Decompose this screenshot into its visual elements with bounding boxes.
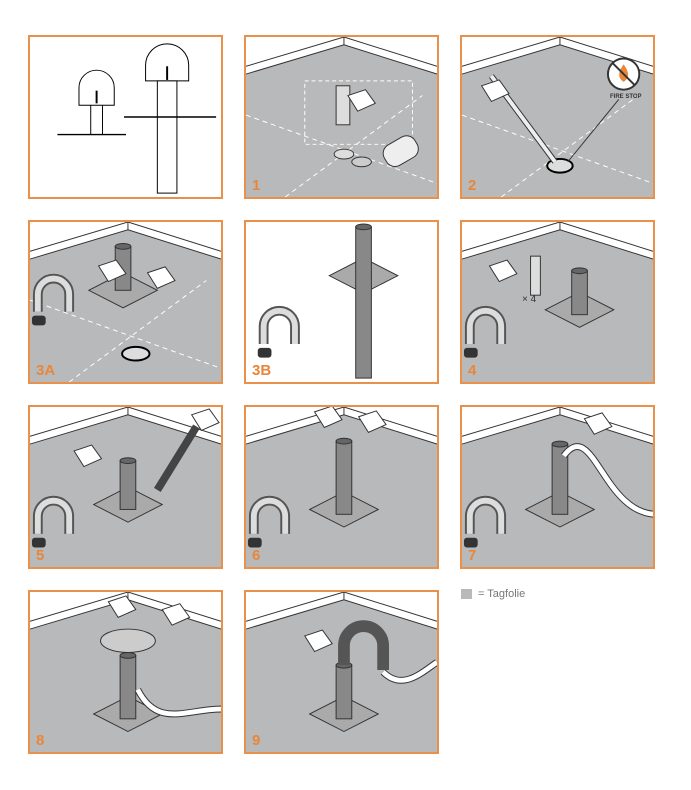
step-illustration [462,222,653,382]
legend-text: = Tagfolie [478,588,526,600]
step-panel [28,35,223,199]
legend: = Tagfolie [461,588,525,600]
step-panel: 4 × 4 [460,220,655,384]
step-number: 9 [252,732,261,749]
step-illustration [30,407,221,567]
step-panel: 7 [460,405,655,569]
step-panel: 1 [244,35,439,199]
step-panel: 5 [28,405,223,569]
step-number: 3B [252,362,272,379]
step-number: 1 [252,177,261,194]
step-panel: 2 FIRE STOP [460,35,655,199]
step-illustration [30,222,221,382]
step-number: 4 [468,362,477,379]
step-panel: 8 [28,590,223,754]
step-number: 3A [36,362,56,379]
step-illustration [246,407,437,567]
times-four-label: × 4 [522,294,537,305]
membrane-swatch [461,589,472,599]
step-panel: 9 [244,590,439,754]
step-number: 6 [252,547,261,564]
step-illustration [257,223,399,379]
step-panel: 3A [28,220,223,384]
step-panel: 3B [244,220,439,384]
step-number: 5 [36,547,45,564]
step-illustration [246,37,437,197]
step-number: 7 [468,547,477,564]
step-illustration [57,43,217,194]
step-number: 8 [36,732,45,749]
step-illustration [30,592,221,752]
step-illustration [246,592,437,752]
fire-stop-label: FIRE STOP [610,94,642,100]
step-illustration [462,37,653,197]
step-panel: 6 [244,405,439,569]
step-number: 2 [468,177,477,194]
step-illustration [462,407,653,567]
